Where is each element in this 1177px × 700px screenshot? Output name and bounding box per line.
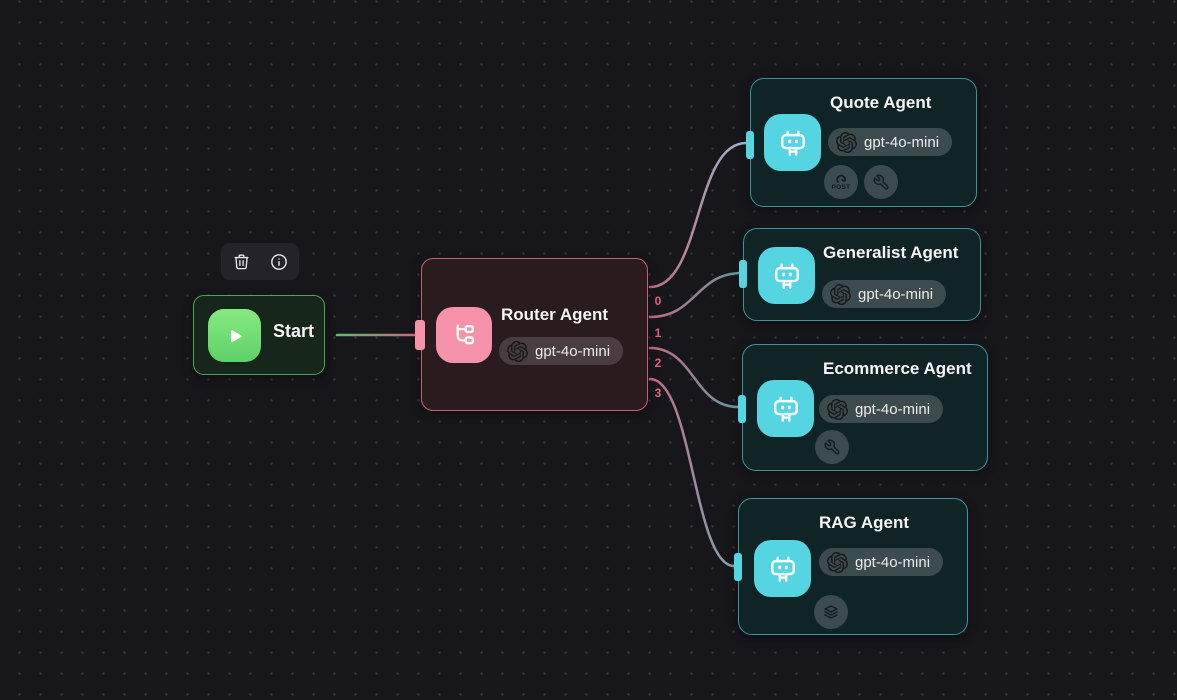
model-name: gpt-4o-mini — [855, 553, 931, 571]
openai-logo-icon — [830, 284, 851, 305]
model-name: gpt-4o-mini — [535, 342, 611, 360]
quote-node-icon-tile — [764, 114, 821, 171]
node-info-button[interactable] — [268, 251, 290, 273]
router-output-label-3: 3 — [654, 386, 662, 400]
router-output-label-2: 2 — [654, 356, 662, 370]
start-node[interactable]: Start — [193, 295, 325, 375]
trash-icon — [234, 254, 249, 270]
model-badge[interactable]: gpt-4o-mini — [499, 337, 624, 365]
router-input-handle[interactable] — [415, 320, 425, 350]
quote-input-handle[interactable] — [746, 131, 754, 159]
generalist-node-icon-tile — [758, 247, 815, 304]
rag-input-handle[interactable] — [734, 553, 742, 581]
tool-row — [814, 595, 848, 629]
openai-logo-icon — [827, 552, 848, 573]
wrench-icon — [823, 438, 841, 456]
generalist-agent-node[interactable]: Generalist Agent gpt-4o-mini — [739, 228, 981, 321]
node-title: Generalist Agent — [823, 243, 959, 262]
post-method-label: POST — [831, 183, 851, 191]
router-output-label-0: 0 — [654, 294, 662, 308]
router-tree-icon — [449, 320, 479, 350]
edge-router-ecommerce[interactable] — [648, 346, 740, 409]
tool-row: POST — [824, 165, 898, 199]
rag-node-icon-tile — [754, 540, 811, 597]
node-toolbar — [221, 243, 299, 280]
delete-node-button[interactable] — [231, 251, 253, 273]
info-icon — [270, 253, 287, 270]
node-title: Router Agent — [501, 305, 609, 324]
ecommerce-agent-node[interactable]: Ecommerce Agent gpt-4o-mini — [738, 344, 988, 471]
node-title: RAG Agent — [819, 513, 910, 532]
model-badge[interactable]: gpt-4o-mini — [828, 128, 953, 156]
http-post-tool-badge[interactable]: POST — [824, 165, 858, 199]
model-badge[interactable]: gpt-4o-mini — [822, 280, 947, 308]
wrench-icon — [872, 173, 890, 191]
document-store-tool-badge[interactable] — [814, 595, 848, 629]
start-node-label: Start — [273, 321, 315, 341]
node-title: Ecommerce Agent — [823, 359, 972, 378]
model-name: gpt-4o-mini — [855, 400, 931, 418]
edge-router-rag[interactable] — [648, 377, 736, 568]
ecommerce-node-icon-tile — [757, 380, 814, 437]
play-icon — [230, 329, 242, 342]
rag-agent-node[interactable]: RAG Agent gpt-4o-mini — [734, 498, 968, 635]
router-agent-node[interactable]: Router Agent gpt-4o-mini — [415, 258, 648, 411]
start-node-icon-tile — [208, 309, 261, 362]
model-name: gpt-4o-mini — [864, 133, 940, 151]
node-title: Quote Agent — [830, 93, 932, 112]
document-stack-icon — [822, 603, 840, 621]
edge-router-quote[interactable] — [648, 141, 748, 289]
generalist-input-handle[interactable] — [739, 260, 747, 288]
model-name: gpt-4o-mini — [858, 285, 934, 303]
router-output-label-1: 1 — [654, 326, 662, 340]
model-badge[interactable]: gpt-4o-mini — [819, 548, 944, 576]
model-badge[interactable]: gpt-4o-mini — [819, 395, 944, 423]
router-node-icon-tile — [436, 307, 492, 363]
quote-agent-node[interactable]: Quote Agent gpt-4o-mini POST — [746, 78, 977, 207]
robot-icon — [777, 127, 809, 159]
openai-logo-icon — [836, 132, 857, 153]
robot-icon — [771, 260, 803, 292]
robot-icon — [770, 393, 802, 425]
robot-icon — [767, 553, 799, 585]
openai-logo-icon — [507, 341, 528, 362]
custom-tool-badge[interactable] — [864, 165, 898, 199]
openai-logo-icon — [827, 399, 848, 420]
ecommerce-input-handle[interactable] — [738, 395, 746, 423]
edge-router-generalist[interactable] — [648, 271, 744, 319]
custom-tool-badge[interactable] — [815, 430, 849, 464]
tool-row — [815, 430, 849, 464]
